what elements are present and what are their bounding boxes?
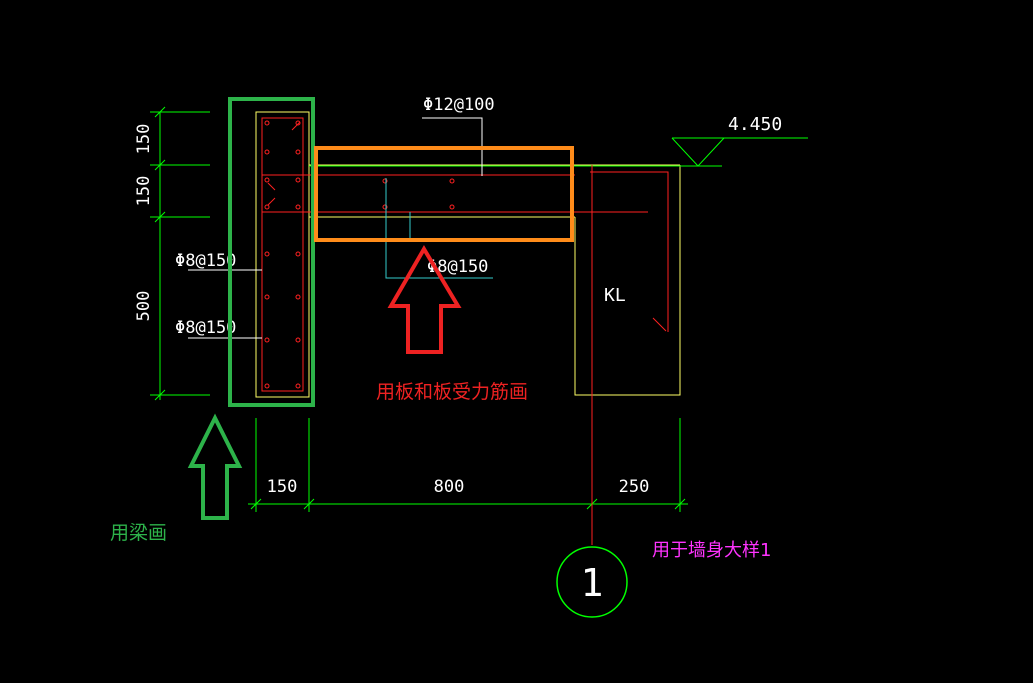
detail-number: 1 [581,561,604,605]
slab-arrow-icon [387,245,462,354]
elevation-marker [309,137,808,167]
slab-note: 用板和板受力筋画 [376,381,528,403]
bottom-dim-text-3: 250 [619,477,650,497]
slab-rebar-dots [382,178,455,210]
beam-section [255,111,310,398]
rebar-label-top-slab: Φ12@100 [423,95,495,115]
rebar-label-slab-bottom: Φ8@150 [427,257,488,277]
purple-note: 用于墙身大样1 [652,540,771,561]
left-dim-text-2: 150 [134,176,154,207]
bottom-dimension-chain [248,418,688,512]
beam-label-kl: KL [604,285,626,306]
beam-arrow-icon [187,413,243,520]
beam-note: 用梁画 [110,522,167,544]
bottom-dim-text-2: 800 [434,477,465,497]
rebar-label-left-upper: Φ8@150 [175,251,236,271]
elevation-value: 4.450 [728,114,782,135]
left-dim-text-3: 500 [134,291,154,322]
detail-callout-circle [556,546,628,618]
beam-highlight-box [228,97,315,407]
left-dim-text-1: 150 [134,124,154,155]
rebar-leaders [188,117,483,339]
frame-beam-kl [574,164,681,396]
rebar-label-left-lower: Φ8@150 [175,318,236,338]
beam-rebar-dots [264,120,301,389]
slab-highlight-box [314,146,574,242]
left-dimension-chain [150,106,210,401]
slab-section [268,164,648,218]
bottom-dim-text-1: 150 [267,477,298,497]
slab-bottom-leader [385,178,493,279]
